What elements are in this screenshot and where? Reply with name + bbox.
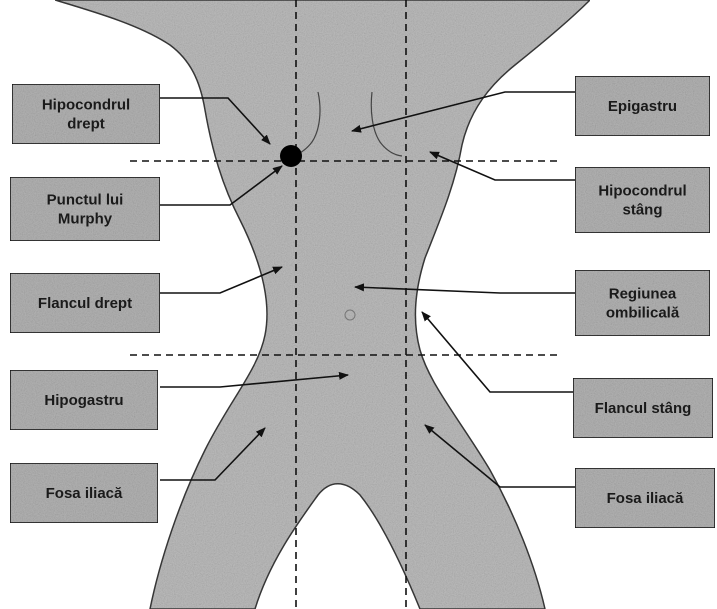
label-epigastru: Epigastru [575, 76, 710, 136]
label-text-line: drept [67, 116, 105, 133]
label-text-line: Fosa iliacă [46, 485, 123, 502]
label-box [575, 270, 710, 336]
arrow-flancul-stang [422, 312, 575, 392]
label-flancul-drept: Flancul drept [10, 273, 160, 333]
label-box [12, 84, 160, 144]
label-box [575, 167, 710, 233]
label-fosa-iliaca-stanga: Fosa iliacă [10, 463, 158, 523]
label-hipocondrul-stang: Hipocondrul stâng [575, 167, 710, 233]
label-text-line: Epigastru [608, 98, 677, 115]
label-text-line: ombilicală [606, 305, 680, 322]
label-hipogastru: Hipogastru [10, 370, 158, 430]
label-text-line: Fosa iliacă [607, 490, 684, 507]
label-box [10, 177, 160, 241]
label-fosa-iliaca-dreapta: Fosa iliacă [575, 468, 715, 528]
label-regiunea-ombilicala: Regiunea ombilicală [575, 270, 710, 336]
label-hipocondrul-drept: Hipocondrul drept [12, 84, 160, 144]
label-text-line: Punctul lui [47, 192, 124, 209]
label-text-line: Flancul drept [38, 295, 132, 312]
label-text-line: Flancul stâng [595, 400, 692, 417]
label-flancul-stang: Flancul stâng [573, 378, 713, 438]
label-text-line: Hipocondrul [598, 183, 686, 200]
murphy-point [280, 145, 302, 167]
label-text-line: Hipocondrul [42, 97, 130, 114]
label-text-line: stâng [622, 202, 662, 219]
label-text-line: Murphy [58, 211, 113, 228]
label-text-line: Hipogastru [44, 392, 123, 409]
label-text-line: Regiunea [609, 286, 677, 303]
